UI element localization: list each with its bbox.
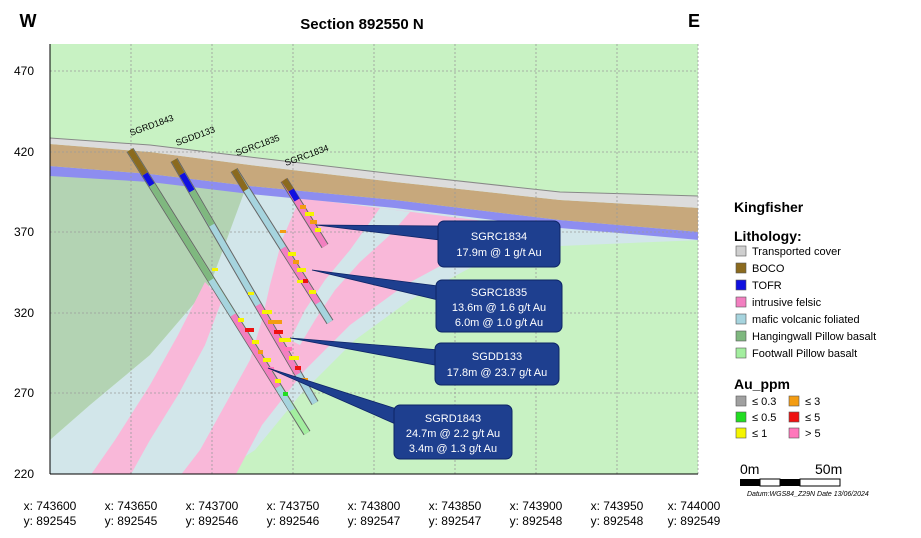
assay-bars-sgrc1834: [300, 205, 321, 232]
callout-title: SGRD1843: [425, 413, 481, 425]
callout-line: 6.0m @ 1.0 g/t Au: [455, 317, 543, 329]
legend-swatch-au: [788, 395, 800, 407]
y-tick-label: 370: [14, 225, 34, 239]
x-tick-easting: x: 743600: [24, 499, 77, 513]
legend-lithology-title: Lithology:: [734, 228, 802, 244]
callout-sgdd133: SGDD133 17.8m @ 23.7 g/t Au: [434, 342, 560, 386]
mafic-volcanic-zone: [50, 190, 698, 474]
legend-swatch-au: [788, 427, 800, 439]
callout-line: 17.8m @ 23.7 g/t Au: [447, 367, 547, 379]
callout-line: 24.7m @ 2.2 g/t Au: [406, 428, 500, 440]
y-tick-labels: 470 420 370 320 270 220: [14, 64, 34, 481]
east-label: E: [688, 11, 700, 31]
x-tick-easting: x: 744000: [668, 499, 721, 513]
legend-swatch-au: [735, 411, 747, 423]
x-tick-easting: x: 743900: [510, 499, 563, 513]
x-tick-northing: y: 892545: [105, 514, 158, 528]
legend-swatch-tofr: [735, 279, 747, 291]
legend-item-label: Hangingwall Pillow basalt: [752, 331, 876, 343]
scale-start-label: 0m: [740, 461, 759, 477]
legend-item-label: TOFR: [752, 280, 782, 292]
legend-item-label: BOCO: [752, 263, 785, 275]
x-tick-northing: y: 892546: [186, 514, 239, 528]
y-tick-label: 420: [14, 145, 34, 159]
legend-swatch-au: [788, 411, 800, 423]
datum-note: Datum:WGS84_Z29N Date 13/06/2024: [747, 491, 869, 498]
callout-line: 17.9m @ 1 g/t Au: [456, 247, 541, 259]
legend: Kingfisher Lithology: Transported cover …: [734, 199, 876, 440]
x-tick-easting: x: 743850: [429, 499, 482, 513]
legend-au-title: Au_ppm: [734, 376, 790, 392]
x-tick-northing: y: 892549: [668, 514, 721, 528]
drillhole-sgrd1843[interactable]: [126, 147, 311, 436]
y-tick-label: 270: [14, 386, 34, 400]
ground-surface: [50, 137, 698, 197]
callout-pointers: [267, 224, 441, 427]
legend-swatch-boco: [735, 262, 747, 274]
x-tick-northing: y: 892548: [510, 514, 563, 528]
x-tick-easting: x: 743800: [348, 499, 401, 513]
callout-sgrd1843: SGRD1843 24.7m @ 2.2 g/t Au 3.4m @ 1.3 g…: [393, 404, 513, 460]
legend-swatch-footwall: [735, 347, 747, 359]
assay-bars-sgrc1835: [288, 252, 316, 294]
x-tick-easting: x: 743650: [105, 499, 158, 513]
legend-swatch-au: [735, 427, 747, 439]
callout-title: SGRC1834: [471, 231, 527, 243]
legend-item-label: Footwall Pillow basalt: [752, 348, 857, 360]
legend-project-title: Kingfisher: [734, 199, 804, 215]
y-tick-label: 220: [14, 467, 34, 481]
callout-title: SGRC1835: [471, 287, 527, 299]
legend-item-label: ≤ 1: [752, 428, 767, 440]
legend-item-label: Transported cover: [752, 246, 841, 258]
drillhole-sgdd133[interactable]: [170, 157, 319, 406]
callout-sgrc1835: SGRC1835 13.6m @ 1.6 g/t Au 6.0m @ 1.0 g…: [435, 279, 563, 333]
scale-end-label: 50m: [815, 461, 842, 477]
legend-swatch-mafic-volcanic: [735, 313, 747, 325]
legend-item-label: ≤ 5: [805, 412, 820, 424]
x-tick-northing: y: 892547: [429, 514, 482, 528]
west-label: W: [20, 11, 37, 31]
x-tick-northing: y: 892545: [24, 514, 77, 528]
x-tick-northing: y: 892547: [348, 514, 401, 528]
section-title: Section 892550 N: [300, 16, 423, 33]
legend-swatch-intrusive-felsic: [735, 296, 747, 308]
legend-swatch-au: [735, 395, 747, 407]
y-tick-label: 320: [14, 306, 34, 320]
x-tick-labels: x: 743600 y: 892545 x: 743650 y: 892545 …: [24, 499, 721, 528]
callout-sgrc1834: SGRC1834 17.9m @ 1 g/t Au: [437, 220, 561, 268]
x-tick-northing: y: 892546: [267, 514, 320, 528]
legend-item-label: ≤ 0.3: [752, 396, 776, 408]
legend-swatch-transported-cover: [735, 245, 747, 257]
drillhole-sgrc1835[interactable]: [230, 167, 334, 325]
x-tick-northing: y: 892548: [591, 514, 644, 528]
y-tick-label: 470: [14, 64, 34, 78]
hangingwall-pillow-basalt-zone: [50, 172, 245, 440]
legend-item-label: ≤ 3: [805, 396, 820, 408]
callout-title: SGDD133: [472, 351, 522, 363]
drillhole-sgrc1834[interactable]: [280, 177, 329, 249]
legend-item-label: intrusive felsic: [752, 297, 822, 309]
x-tick-easting: x: 743700: [186, 499, 239, 513]
felsic-intrusive-band-west: [91, 282, 222, 474]
legend-item-label: ≤ 0.5: [752, 412, 776, 424]
legend-item-label: mafic volcanic foliated: [752, 314, 860, 326]
callout-line: 13.6m @ 1.6 g/t Au: [452, 302, 546, 314]
scale-bar: 0m 50m: [740, 461, 842, 487]
legend-item-label: > 5: [805, 428, 821, 440]
assay-flags: [212, 230, 303, 295]
legend-swatch-hangingwall: [735, 330, 747, 342]
x-tick-easting: x: 743950: [591, 499, 644, 513]
felsic-intrusive-band-east: [181, 198, 540, 474]
callout-line: 3.4m @ 1.3 g/t Au: [409, 443, 497, 455]
x-tick-easting: x: 743750: [267, 499, 320, 513]
